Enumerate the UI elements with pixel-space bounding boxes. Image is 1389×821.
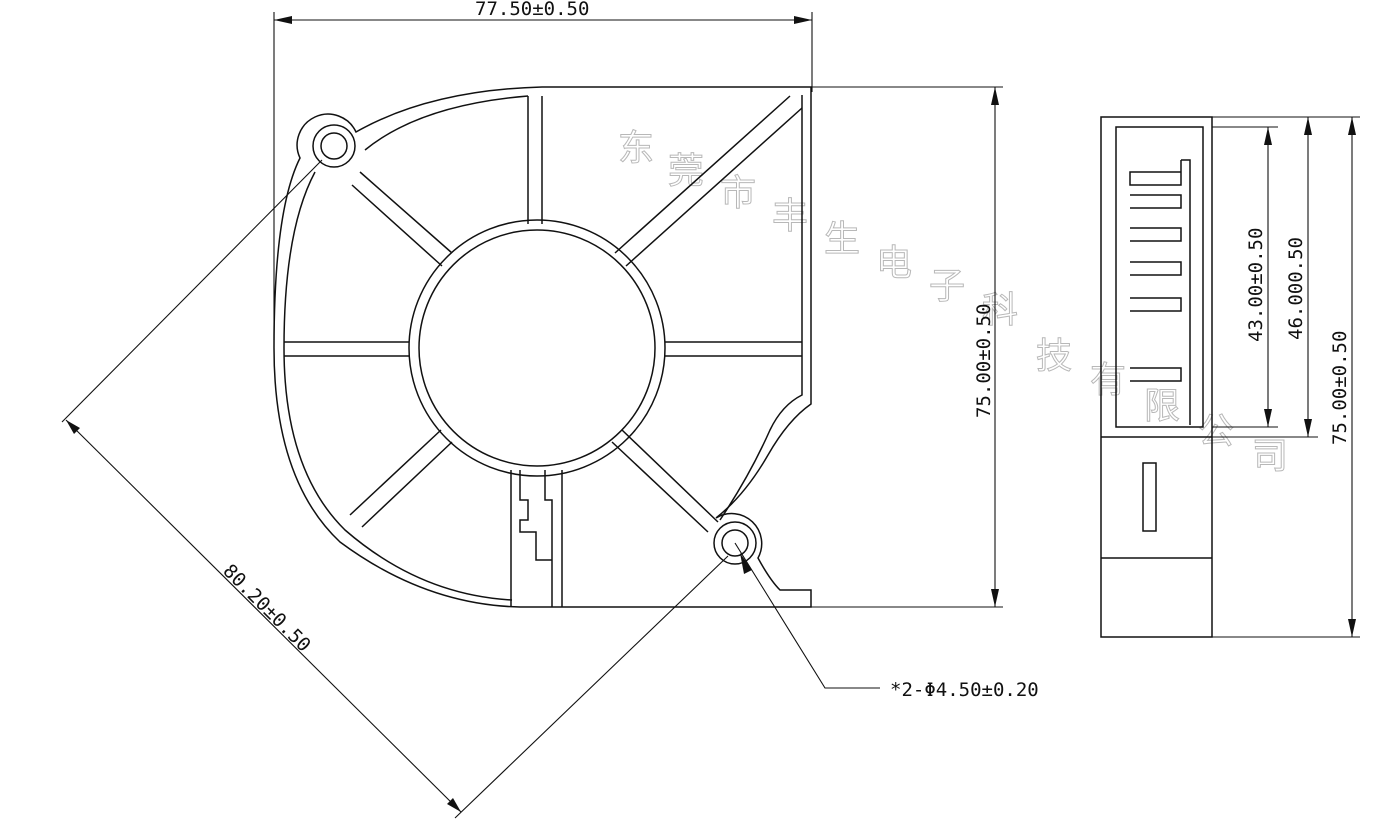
height-label: 75.00±0.50 [973, 304, 995, 418]
mount-hole-top-inner [320, 132, 348, 160]
side-dim-43 [1212, 126, 1278, 428]
watermark-char: 东 [618, 128, 654, 169]
watermark-char: 子 [929, 266, 965, 307]
side-inner-box [1115, 126, 1204, 428]
fan-side-view [1100, 116, 1213, 638]
watermark-char: 技 [1036, 336, 1072, 377]
watermark-char: 司 [1252, 436, 1288, 477]
diagonal-dimension [61, 159, 729, 819]
watermark-char: 生 [824, 219, 860, 260]
hole-leader-arrow [740, 553, 752, 574]
inner-frame [719, 95, 803, 521]
diagonal-label: 80.20±0.50 [218, 560, 314, 656]
side-dim-75 [1212, 116, 1360, 638]
spoke-bottom-wire-channel [510, 470, 563, 607]
mount-hole-bottom [713, 521, 757, 565]
mount-hole-top [312, 124, 356, 168]
watermark-char: 科 [982, 290, 1018, 331]
hole-leader-line [734, 542, 880, 689]
side-label-75: 75.00±0.50 [1329, 331, 1351, 445]
hub-inner [418, 229, 656, 467]
spoke-lower-right [611, 429, 719, 533]
watermark-char: 市 [720, 173, 756, 214]
watermark-char: 限 [1144, 386, 1180, 427]
spoke-left [284, 341, 409, 357]
spoke-upper-right [614, 95, 803, 267]
watermark-char: 莞 [668, 151, 704, 192]
side-label-46: 46.000.50 [1285, 237, 1307, 340]
width-dimension [273, 12, 813, 340]
spoke-top [527, 96, 543, 224]
side-outline [1100, 116, 1213, 638]
company-watermark: 东 莞 市 丰 生 电 子 科 技 有 限 公 司 [618, 128, 1289, 478]
spoke-upper-left [351, 171, 453, 267]
side-label-43: 43.00±0.50 [1245, 228, 1267, 342]
hub-outer [408, 219, 666, 477]
height-dimension [548, 86, 1003, 608]
fan-front-view [273, 86, 880, 689]
hole-spec-label: *2-Φ4.50±0.20 [890, 679, 1039, 701]
watermark-char: 电 [876, 243, 912, 284]
side-slot [1142, 462, 1157, 532]
side-fins [1129, 159, 1191, 425]
spoke-lower-left [349, 429, 453, 528]
inner-arc [283, 95, 529, 601]
spoke-right [665, 341, 802, 357]
housing-outline [273, 86, 812, 608]
width-label: 77.50±0.50 [475, 0, 589, 20]
mount-hole-bottom-inner [721, 529, 749, 557]
watermark-char: 有 [1090, 360, 1126, 401]
